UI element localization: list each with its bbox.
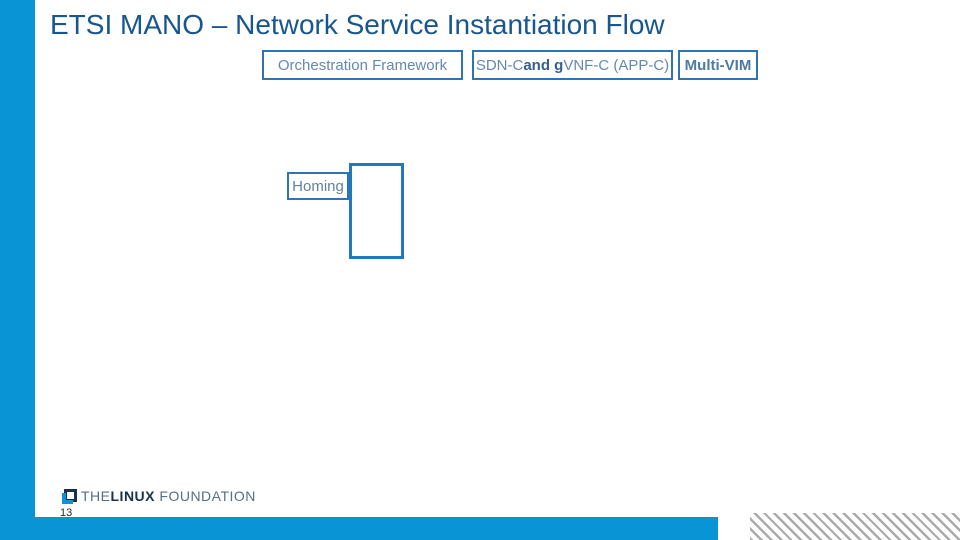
lane-header-label: Orchestration Framework — [277, 56, 448, 74]
lane-header-label: Multi-VIM — [684, 56, 752, 74]
sequence-activation-rectangle — [349, 163, 404, 259]
linux-foundation-logo: THELINUX FOUNDATION — [62, 488, 256, 504]
homing-step-label: Homing — [292, 177, 344, 195]
lane-header-label-part: VNF-C (APP-C) — [563, 56, 670, 74]
homing-step-box: Homing — [287, 172, 349, 200]
logo-word-the: THE — [81, 488, 111, 504]
bottom-accent-bar — [0, 517, 718, 540]
lane-header-label-part: SDN-C — [475, 56, 524, 74]
hatch-pattern — [750, 513, 960, 540]
page-number: 13 — [60, 507, 73, 519]
lane-header-label-part: and g — [523, 56, 564, 74]
logo-word-foundation: FOUNDATION — [159, 488, 256, 504]
linux-foundation-logo-text: THELINUX FOUNDATION — [81, 488, 256, 504]
left-accent-bar — [0, 0, 35, 540]
lane-header-orchestration-framework: Orchestration Framework — [262, 50, 463, 80]
linux-foundation-logo-icon — [62, 488, 77, 504]
logo-word-linux: LINUX — [110, 488, 155, 504]
slide-title: ETSI MANO – Network Service Instantiatio… — [50, 9, 665, 40]
lane-header-multi-vim: Multi-VIM — [678, 50, 758, 80]
